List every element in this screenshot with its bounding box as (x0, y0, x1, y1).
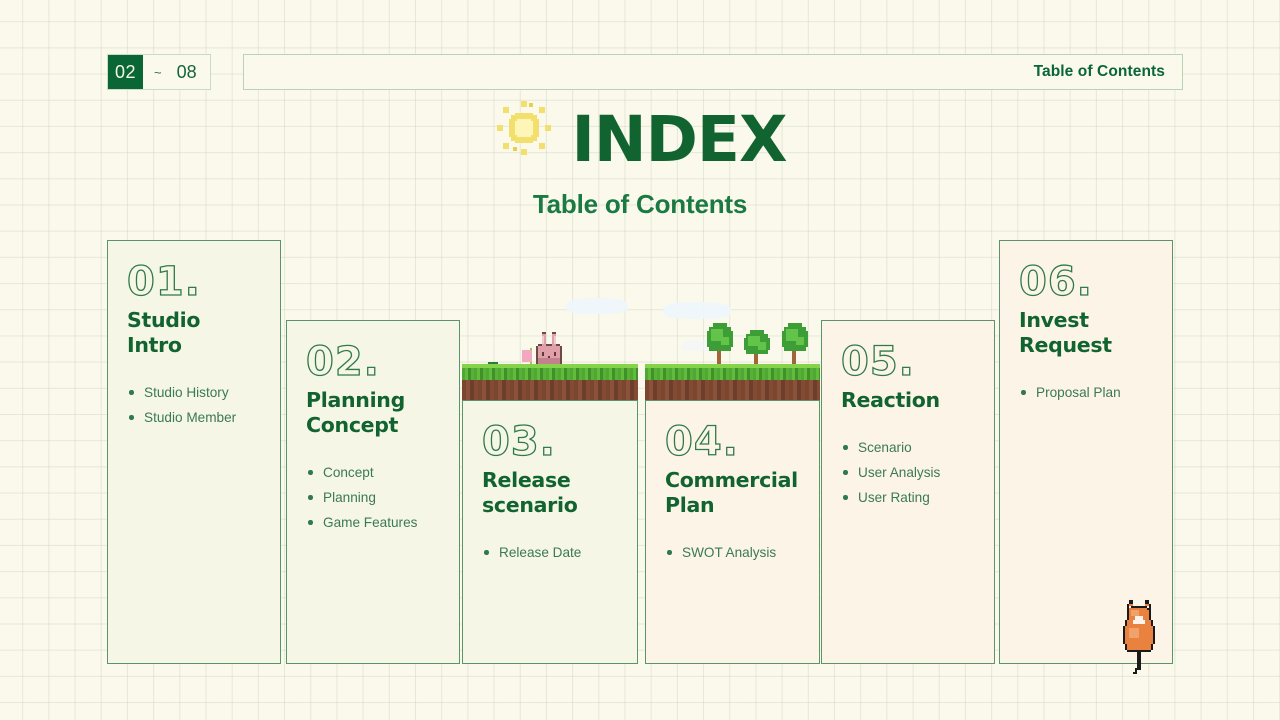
page-range-separator: ~ (154, 64, 162, 80)
scenery-right (645, 290, 820, 400)
index-card-05[interactable]: 05. Reaction Scenario User Analysis User… (821, 320, 995, 664)
card-title-line1: Commercial (665, 468, 798, 492)
cat-icon (1123, 600, 1155, 674)
cloud-icon (663, 302, 731, 319)
card-bullet-list: Release Date (482, 540, 618, 565)
list-item: Release Date (482, 540, 618, 565)
list-item: User Analysis (841, 460, 975, 485)
total-page-number: 08 (176, 61, 197, 82)
card-title: Studio Intro (127, 308, 261, 358)
list-item: Proposal Plan (1019, 380, 1153, 405)
card-title-line1: Release (482, 468, 571, 492)
card-title: Commercial Plan (665, 468, 800, 518)
grass-layer (462, 368, 638, 380)
list-item: SWOT Analysis (665, 540, 800, 565)
card-number: 01. (126, 259, 201, 305)
page-indicator: 02 ~ 08 (107, 54, 211, 90)
card-bullet-list: SWOT Analysis (665, 540, 800, 565)
cloud-icon (566, 298, 628, 314)
list-item: Concept (306, 460, 440, 485)
card-title-line1: Reaction (841, 388, 940, 412)
title-block: INDEX Table of Contents (0, 100, 1280, 220)
card-title: Planning Concept (306, 388, 440, 438)
card-bullet-list: Scenario User Analysis User Rating (841, 435, 975, 510)
dirt-layer (645, 380, 820, 400)
card-number: 06. (1018, 259, 1093, 305)
card-title-line1: Studio (127, 308, 201, 332)
card-title-line2: Intro (127, 333, 182, 357)
list-item: Scenario (841, 435, 975, 460)
tree-icon (744, 330, 770, 372)
index-card-01[interactable]: 01. Studio Intro Studio History Studio M… (107, 240, 281, 664)
page-number-box: 02 ~ 08 (107, 54, 211, 90)
grass-layer (645, 368, 820, 380)
page-title: INDEX (571, 103, 787, 176)
dirt-layer (462, 380, 638, 400)
card-bullet-list: Studio History Studio Member (127, 380, 261, 430)
list-item: Studio History (127, 380, 261, 405)
header-bar: Table of Contents (243, 54, 1183, 90)
index-card-02[interactable]: 02. Planning Concept Concept Planning Ga… (286, 320, 460, 664)
scenery-left (462, 290, 638, 400)
card-title-line2: Plan (665, 493, 715, 517)
card-title: Release scenario (482, 468, 618, 518)
list-item: Planning (306, 485, 440, 510)
card-number: 02. (305, 339, 380, 385)
card-title-line1: Invest (1019, 308, 1089, 332)
card-title-line2: Concept (306, 413, 399, 437)
list-item: Studio Member (127, 405, 261, 430)
tree-icon (782, 323, 808, 371)
list-item: User Rating (841, 485, 975, 510)
grass-highlight (462, 364, 638, 368)
card-number: 04. (664, 419, 739, 465)
current-page-number: 02 (108, 55, 143, 89)
card-title-line2: scenario (482, 493, 578, 517)
ground-strip (462, 364, 638, 400)
card-number: 05. (840, 339, 915, 385)
cloud-icon (681, 340, 721, 351)
header-bar-title: Table of Contents (1033, 63, 1165, 80)
page-subtitle: Table of Contents (532, 188, 748, 219)
card-number: 03. (481, 419, 556, 465)
card-title: Reaction (841, 388, 975, 413)
grass-highlight (645, 364, 820, 368)
index-card-06[interactable]: 06. Invest Request Proposal Plan (999, 240, 1173, 664)
index-card-03[interactable]: 03. Release scenario Release Date (462, 400, 638, 664)
card-title-line1: Planning (306, 388, 405, 412)
card-bullet-list: Concept Planning Game Features (306, 460, 440, 535)
card-bullet-list: Proposal Plan (1019, 380, 1153, 405)
index-card-04[interactable]: 04. Commercial Plan SWOT Analysis (645, 400, 820, 664)
card-title: Invest Request (1019, 308, 1153, 358)
card-title-line2: Request (1019, 333, 1112, 357)
list-item: Game Features (306, 510, 440, 535)
sun-icon (493, 97, 555, 159)
ground-strip (645, 364, 820, 400)
tree-icon (707, 323, 733, 371)
